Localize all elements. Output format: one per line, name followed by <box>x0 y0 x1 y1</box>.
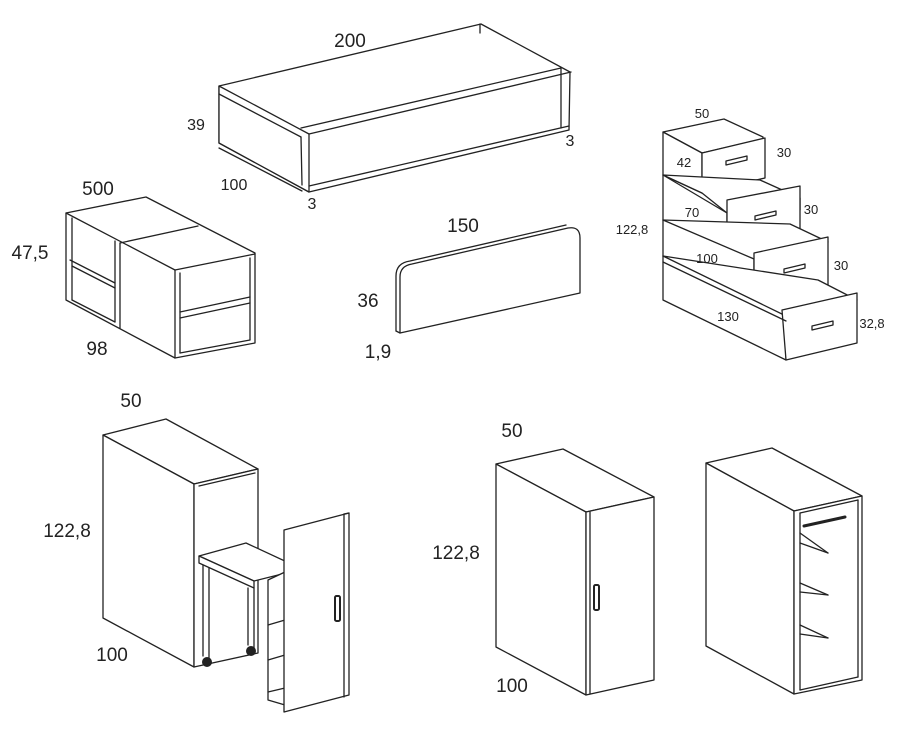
wardrobe-closed <box>495 448 655 696</box>
step-1-depth-label: 42 <box>677 155 691 170</box>
desk-unit-height-label: 122,8 <box>43 521 91 542</box>
headboard-body <box>399 227 581 334</box>
step-3-height-label: 30 <box>834 258 848 273</box>
drawer-4-handle <box>811 320 834 331</box>
bed-width-label: 100 <box>221 177 248 194</box>
drawer-3-handle <box>783 263 806 274</box>
desk-unit-width-label: 50 <box>120 391 141 412</box>
caster-wheel-1 <box>202 657 212 667</box>
caster-wheel-2 <box>246 646 256 656</box>
bed-length-label: 200 <box>334 31 366 52</box>
wardrobe-door-handle <box>593 584 600 611</box>
step-3-depth-label: 100 <box>696 251 718 266</box>
stairs-drawer-4 <box>781 292 858 361</box>
pullout-shelf-frame <box>267 571 286 706</box>
drawer-1-handle <box>725 155 748 166</box>
step-4-depth-label: 130 <box>717 309 739 324</box>
stairs-depth-label: 50 <box>695 106 709 121</box>
step-2-depth-label: 70 <box>685 205 699 220</box>
wardrobe-height-label: 122,8 <box>432 543 480 564</box>
bed-height-label: 39 <box>187 117 205 134</box>
hanging-rail <box>802 515 847 528</box>
bed-side-thickness-left: 3 <box>308 196 317 213</box>
headboard-thickness-label: 1,9 <box>365 342 391 363</box>
door-handle <box>334 595 341 622</box>
desk-unit <box>102 418 350 713</box>
bed-side-thickness-right: 3 <box>566 133 575 150</box>
stairs-total-height-label: 122,8 <box>616 222 649 237</box>
wardrobe-open <box>705 447 863 695</box>
desk-unit-depth-label: 100 <box>96 645 128 666</box>
bed-frame <box>218 23 572 193</box>
bookcase-unit <box>65 196 256 359</box>
pullout-door <box>283 512 350 713</box>
bookcase-length-label: 500 <box>82 179 114 200</box>
drawer-2-handle <box>754 210 777 221</box>
step-1-height-label: 30 <box>777 145 791 160</box>
step-2-height-label: 30 <box>804 202 818 217</box>
wardrobe-width-label: 50 <box>501 421 522 442</box>
bookcase-height-label: 47,5 <box>12 243 49 264</box>
bed-end-panel <box>218 85 310 193</box>
headboard-length-label: 150 <box>447 216 479 237</box>
wardrobe-depth-label: 100 <box>496 676 528 697</box>
headboard-height-label: 36 <box>357 291 378 312</box>
step-4-height-label: 32,8 <box>859 316 884 331</box>
bookcase-depth-label: 98 <box>86 339 107 360</box>
stairs-with-drawers <box>662 118 858 361</box>
wardrobe-door <box>585 496 655 696</box>
headboard-panel <box>395 224 581 334</box>
